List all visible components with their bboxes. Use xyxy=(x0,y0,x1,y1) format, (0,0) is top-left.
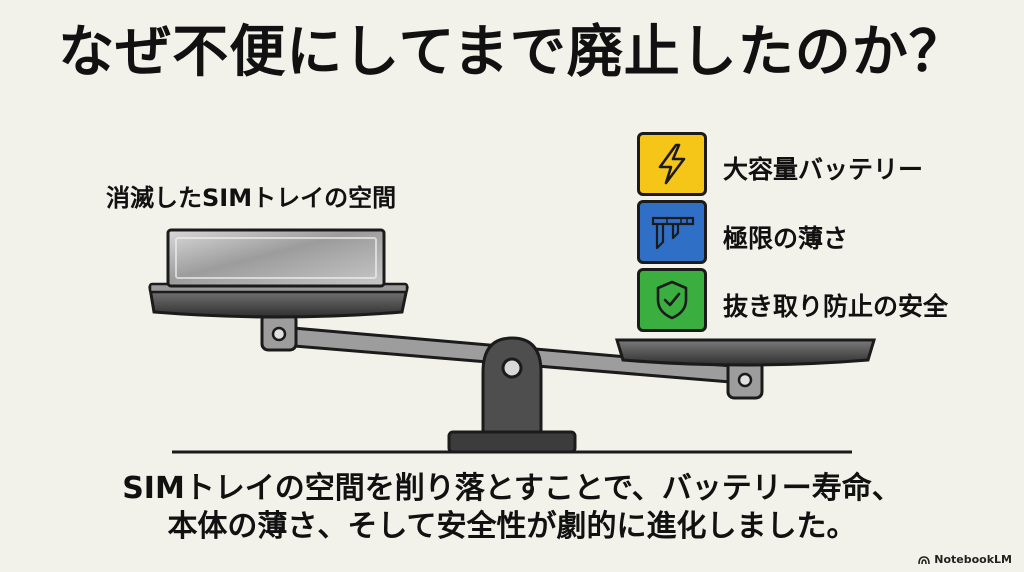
pivot-pin xyxy=(501,357,523,379)
caption-line-1: SIMトレイの空間を削り落とすことで、バッテリー寿命、 xyxy=(122,471,902,506)
sim-tray-block xyxy=(166,228,386,288)
summary-caption: SIMトレイの空間を削り落とすことで、バッテリー寿命、 本体の薄さ、そして安全性… xyxy=(0,470,1024,547)
thinness-benefit-label: 極限の薄さ xyxy=(723,224,849,253)
notebooklm-logo-icon xyxy=(918,555,931,564)
security-benefit-label: 抜き取り防止の安全 xyxy=(723,292,949,321)
left-pan xyxy=(148,286,409,319)
scale-base xyxy=(447,430,577,454)
brand-name: NotebookLM xyxy=(934,553,1012,566)
brand-watermark: NotebookLM xyxy=(918,553,1012,566)
right-pan xyxy=(614,338,877,367)
lightning-icon xyxy=(658,143,686,185)
battery-benefit-label: 大容量バッテリー xyxy=(723,155,924,184)
left-pan-label: 消滅したSIMトレイの空間 xyxy=(106,184,397,212)
thinness-benefit-block xyxy=(637,200,707,264)
security-benefit-block xyxy=(637,268,707,332)
battery-benefit-block xyxy=(637,132,707,196)
caption-line-2: 本体の薄さ、そして安全性が劇的に進化しました。 xyxy=(167,509,857,545)
shield-check-icon xyxy=(656,280,688,320)
caliper-icon xyxy=(651,216,695,250)
page-title: なぜ不便にしてまで廃止したのか？ xyxy=(58,20,966,85)
scale-pillar xyxy=(481,336,543,434)
